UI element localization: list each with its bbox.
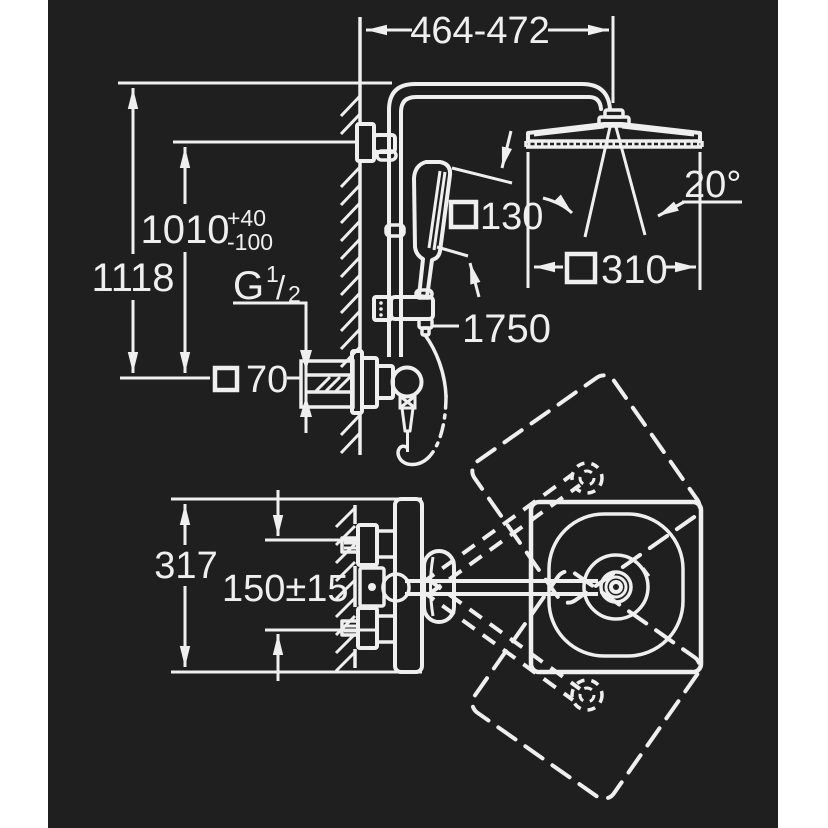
rain-shower-head-side — [524, 122, 704, 238]
depth-label: 317 — [154, 545, 217, 587]
dimension-top-width: 464-472 — [366, 10, 615, 103]
thermostat-valve-side — [350, 349, 424, 452]
tolerance-minus-label: -100 — [227, 229, 273, 255]
square-symbol-310 — [564, 251, 598, 285]
dimension-escutcheon-70: 70 — [120, 359, 301, 401]
wall-side-view — [339, 17, 362, 455]
tolerance-plus-label: +40 — [227, 205, 266, 231]
wall-hatching — [339, 94, 362, 455]
thread-slash-label: / — [276, 269, 286, 306]
supply-distance-label: 150±15 — [222, 568, 349, 610]
shower-hose — [396, 333, 448, 467]
swivel-position-upper — [420, 373, 702, 605]
escutcheon-size-label: 70 — [246, 359, 288, 401]
square-symbol-130 — [448, 199, 479, 230]
square-symbol-70 — [212, 365, 240, 393]
swivel-position-lower — [420, 569, 702, 801]
swivel-angle-label: 20° — [684, 164, 741, 206]
thermostat-valve-top — [340, 497, 598, 674]
head-size-label: 310 — [601, 248, 668, 292]
hand-shower-face-lines — [427, 170, 447, 251]
dimension-depth-317: 317 — [154, 497, 422, 674]
thread-sup-label: 1 — [266, 261, 279, 287]
hose-outlet — [400, 406, 415, 433]
rail-wall-mount — [355, 122, 398, 163]
head-height-label: 1010 — [141, 208, 230, 252]
dimension-overall-height: 1118 — [91, 81, 392, 373]
wall-top-view — [334, 505, 357, 673]
hose-length-label: 1750 — [462, 307, 551, 351]
dimension-head-height: 1010 +40 -100 — [141, 140, 358, 373]
thread-sub-label: 2 — [288, 281, 301, 307]
top-width-label: 464-472 — [410, 10, 549, 52]
dimension-hose-length: 1750 — [431, 307, 551, 351]
valve-knob-top — [422, 549, 456, 624]
swivel-angle-lines — [583, 126, 647, 238]
overall-height-label: 1118 — [91, 256, 174, 300]
dimension-hand-shower-130: 130 — [436, 130, 543, 298]
dimension-thread-g-half: G 1 / 2 — [233, 261, 312, 433]
hand-shower — [412, 160, 453, 299]
head-square-outline — [528, 499, 704, 675]
dimension-head-310: 310 — [526, 152, 702, 292]
hand-shower-size-label: 130 — [480, 196, 543, 238]
dimension-swivel-angle: 20° — [542, 164, 742, 218]
dimension-supply-distance: 150±15 — [222, 490, 377, 681]
thread-g-label: G — [233, 264, 264, 308]
